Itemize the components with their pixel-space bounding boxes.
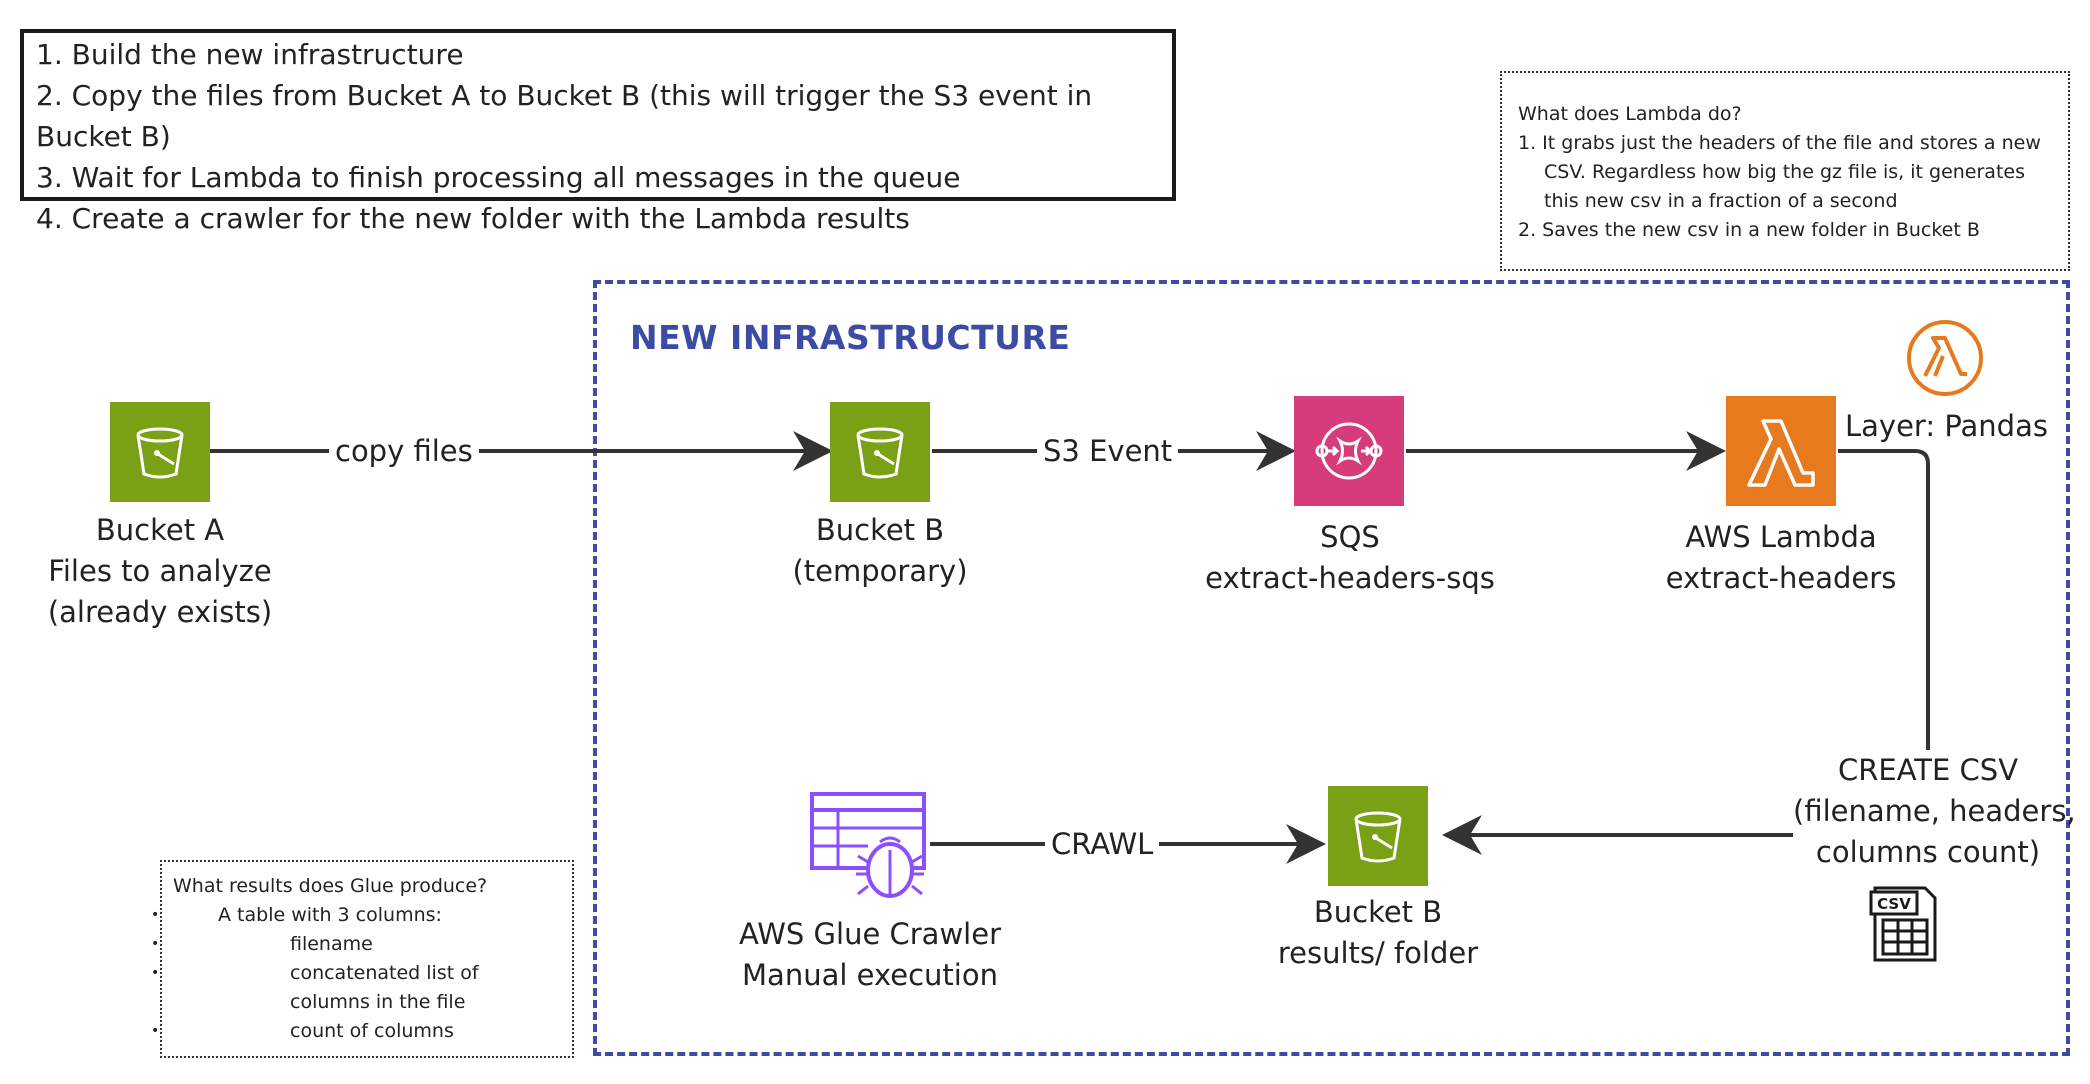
step-3: 3. Wait for Lambda to finish processing … xyxy=(36,161,961,194)
bucket-a-name: Bucket A xyxy=(95,513,225,547)
edge-create-csv xyxy=(1442,449,1930,855)
csv-icon-text: CSV xyxy=(1877,895,1911,913)
csv-file-icon: CSV xyxy=(1869,884,1941,968)
step-2: 2. Copy the files from Bucket A to Bucke… xyxy=(36,79,1093,153)
bucket-b-temp-icon xyxy=(830,402,930,502)
glue-note: What results does Glue produce? A table … xyxy=(151,860,574,1058)
sqs-name: SQS xyxy=(1320,520,1380,554)
bucket-b-results-label: Bucket B results/ folder xyxy=(1238,892,1518,974)
glue-note-item: A table with 3 columns: xyxy=(151,901,564,930)
lambda-function-name: extract-headers xyxy=(1665,561,1897,595)
glue-crawler-icon xyxy=(808,790,928,904)
lambda-note-item-1: 1. It grabs just the headers of the file… xyxy=(1518,132,2041,212)
infrastructure-title: NEW INFRASTRUCTURE xyxy=(630,318,1071,357)
bucket-b-temp-name: Bucket B xyxy=(815,513,945,547)
glue-crawler-label: AWS Glue Crawler Manual execution xyxy=(720,914,1020,996)
lambda-name: AWS Lambda xyxy=(1685,520,1877,554)
glue-crawler-mode: Manual execution xyxy=(742,958,998,992)
lambda-layer-icon xyxy=(1905,318,1985,402)
edge-label-create-csv: CREATE CSV (filename, headers, columns c… xyxy=(1793,750,2076,873)
bucket-b-temp-desc: (temporary) xyxy=(792,554,968,588)
glue-crawler-name: AWS Glue Crawler xyxy=(738,917,1001,951)
create-csv-line-1: CREATE CSV xyxy=(1837,753,2019,787)
lambda-note: What does Lambda do? 1. It grabs just th… xyxy=(1500,71,2070,271)
glue-note-subitem-1: filename xyxy=(151,930,564,959)
bucket-a-label: Bucket A Files to analyze (already exist… xyxy=(20,510,300,633)
lambda-icon xyxy=(1726,396,1836,506)
sqs-queue-name: extract-headers-sqs xyxy=(1205,561,1495,595)
step-4: 4. Create a crawler for the new folder w… xyxy=(36,202,910,235)
steps-box: 1. Build the new infrastructure 2. Copy … xyxy=(20,29,1176,235)
glue-note-title: What results does Glue produce? xyxy=(173,875,488,897)
bucket-b-results-icon xyxy=(1328,786,1428,886)
lambda-note-item-2: 2. Saves the new csv in a new folder in … xyxy=(1518,219,1980,241)
lambda-label: AWS Lambda extract-headers xyxy=(1641,517,1921,599)
edge-label-s3-event: S3 Event xyxy=(1037,433,1179,469)
glue-note-subitem-3: count of columns xyxy=(151,1017,564,1046)
create-csv-line-2: (filename, headers, xyxy=(1793,794,2076,828)
sqs-label: SQS extract-headers-sqs xyxy=(1190,517,1510,599)
step-1: 1. Build the new infrastructure xyxy=(36,38,464,71)
new-infrastructure-boundary xyxy=(593,280,2070,1056)
edge-label-copy-files: copy files xyxy=(329,433,479,469)
create-csv-line-3: columns count) xyxy=(1815,835,2041,869)
bucket-a-note: (already exists) xyxy=(47,595,273,629)
glue-note-subitem-2: concatenated list of columns in the file xyxy=(151,959,564,1017)
bucket-a-icon xyxy=(110,402,210,502)
sqs-icon xyxy=(1294,396,1404,506)
bucket-a-desc: Files to analyze xyxy=(48,554,272,588)
lambda-layer-label: Layer: Pandas xyxy=(1845,409,2048,443)
lambda-note-title: What does Lambda do? xyxy=(1518,103,1742,125)
bucket-b-temp-label: Bucket B (temporary) xyxy=(740,510,1020,592)
bucket-b-results-desc: results/ folder xyxy=(1277,936,1479,970)
edge-label-crawl: CRAWL xyxy=(1045,826,1160,862)
bucket-b-results-name: Bucket B xyxy=(1313,895,1443,929)
